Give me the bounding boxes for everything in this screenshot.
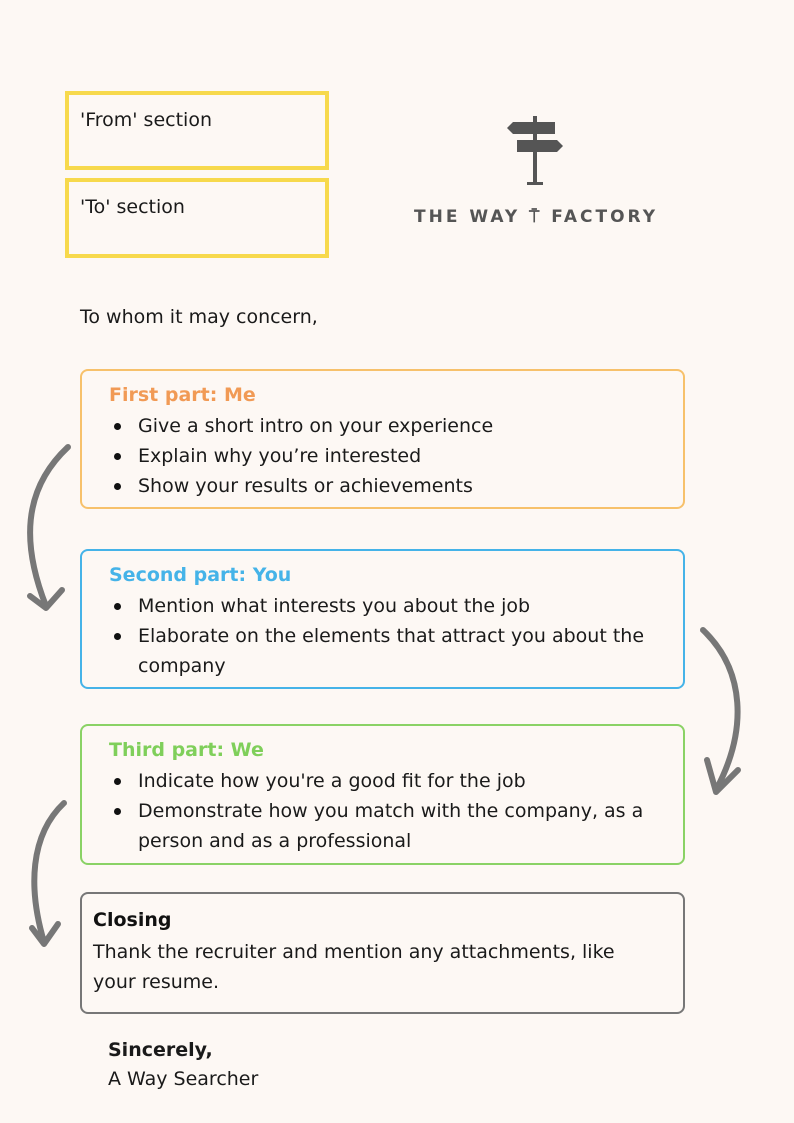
to-section-box: 'To' section bbox=[65, 178, 329, 258]
signoff-line2: A Way Searcher bbox=[108, 1068, 259, 1090]
second-part-list: Mention what interests you about the job… bbox=[108, 591, 665, 681]
arrow-down-left-2 bbox=[31, 800, 67, 945]
signoff: Sincerely, A Way Searcher bbox=[108, 1036, 258, 1094]
closing-text: Thank the recruiter and mention any atta… bbox=[93, 941, 615, 993]
first-part-card: First part: Me Give a short intro on you… bbox=[80, 369, 685, 509]
from-section-box: 'From' section bbox=[65, 91, 329, 170]
third-part-card: Third part: We Indicate how you're a goo… bbox=[80, 724, 685, 865]
third-part-title: Third part: We bbox=[109, 739, 264, 761]
to-section-label: 'To' section bbox=[80, 196, 185, 218]
logo-text: THE WAY ⍑ FACTORY bbox=[414, 207, 659, 227]
second-part-card: Second part: You Mention what interests … bbox=[80, 549, 685, 689]
arrow-down-left-1 bbox=[27, 444, 71, 609]
signpost-icon bbox=[507, 116, 563, 185]
closing-title: Closing bbox=[93, 909, 172, 931]
list-item: Demonstrate how you match with the compa… bbox=[108, 796, 665, 856]
arrowhead-3 bbox=[29, 921, 61, 947]
list-item: Show your results or achievements bbox=[108, 471, 665, 501]
list-item: Elaborate on the elements that attract y… bbox=[108, 621, 665, 681]
greeting: To whom it may concern, bbox=[80, 306, 318, 328]
arrowhead-1 bbox=[27, 587, 65, 611]
first-part-list: Give a short intro on your experience Ex… bbox=[108, 411, 665, 501]
closing-card: Closing Thank the recruiter and mention … bbox=[80, 892, 685, 1014]
third-part-list: Indicate how you're a good fit for the j… bbox=[108, 766, 665, 856]
list-item: Mention what interests you about the job bbox=[108, 591, 665, 621]
arrow-down-right bbox=[700, 627, 741, 793]
second-part-title: Second part: You bbox=[109, 564, 292, 586]
first-part-title: First part: Me bbox=[109, 384, 256, 406]
arrowhead-2 bbox=[704, 757, 741, 795]
signoff-line1: Sincerely, bbox=[108, 1039, 213, 1061]
list-item: Indicate how you're a good fit for the j… bbox=[108, 766, 665, 796]
list-item: Give a short intro on your experience bbox=[108, 411, 665, 441]
from-section-label: 'From' section bbox=[80, 109, 212, 131]
list-item: Explain why you’re interested bbox=[108, 441, 665, 471]
